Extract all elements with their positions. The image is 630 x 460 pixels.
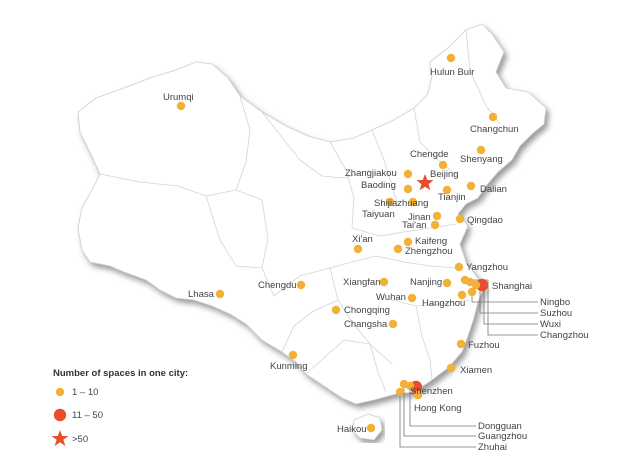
- city-label-baoding: Baoding: [361, 180, 396, 191]
- city-label-chongqing: Chongqing: [344, 305, 390, 316]
- city-marker-hangzhou: [457, 290, 467, 300]
- legend: Number of spaces in one city: 1 – 10 11 …: [51, 368, 188, 446]
- city-marker-lhasa: [215, 289, 225, 299]
- city-marker-hong-kong: [413, 390, 423, 400]
- city-label-tianjin: Tianjin: [438, 192, 466, 203]
- city-marker-shanghai: [475, 278, 489, 292]
- province-borders: [99, 29, 501, 393]
- city-marker-chengdu: [296, 280, 306, 290]
- legend-star-icon: [51, 430, 69, 446]
- leader-ningbo: [471, 292, 538, 303]
- city-marker-hulun-buir: [446, 53, 456, 63]
- city-label-shijiazhuang: Shijiazhuang: [374, 198, 428, 209]
- city-marker-tianjin: [442, 185, 452, 195]
- city-marker-urumqi: [176, 101, 186, 111]
- city-markers: [176, 53, 498, 433]
- city-marker-xi-an: [353, 244, 363, 254]
- city-marker-zhangjiakou: [403, 169, 413, 179]
- city-marker-guangzhou: [399, 379, 409, 389]
- city-marker-changsha: [388, 319, 398, 329]
- city-marker-beijing-star-icon: [416, 174, 434, 191]
- city-marker-jinan: [432, 211, 442, 221]
- city-label-changzhou: Changzhou: [540, 330, 589, 341]
- legend-title: Number of spaces in one city:: [53, 368, 188, 379]
- city-marker-changzhou: [460, 275, 470, 285]
- city-label-shenyang: Shenyang: [460, 154, 503, 165]
- city-marker-kunming: [288, 350, 298, 360]
- city-marker-yangzhou: [454, 262, 464, 272]
- city-label-nanjing: Nanjing: [410, 277, 442, 288]
- city-marker-baoding: [403, 184, 413, 194]
- city-label-wuxi: Wuxi: [540, 319, 561, 330]
- city-label-shenzhen: Shenzhen: [410, 386, 453, 397]
- city-label-changsha: Changsha: [344, 319, 388, 330]
- leader-guangzhou: [403, 384, 476, 437]
- city-label-hong-kong: Hong Kong: [414, 403, 462, 414]
- city-label-dongguan: Dongguan: [478, 421, 522, 432]
- city-label-qingdao: Qingdao: [467, 215, 503, 226]
- legend-medium-dot: [53, 408, 67, 422]
- city-label-zhangjiakou: Zhangjiakou: [345, 168, 397, 179]
- city-label-hangzhou: Hangzhou: [422, 298, 465, 309]
- city-label-urumqi: Urumqi: [163, 92, 194, 103]
- city-marker-taiyuan: [385, 197, 395, 207]
- city-label-fuzhou: Fuzhou: [468, 340, 500, 351]
- city-label-yangzhou: Yangzhou: [466, 262, 508, 273]
- city-marker-changchun: [488, 112, 498, 122]
- city-marker-kaifeng: [403, 237, 413, 247]
- city-label-ningbo: Ningbo: [540, 297, 570, 308]
- leader-zhuhai: [399, 392, 476, 448]
- city-marker-nanjing: [442, 278, 452, 288]
- city-label-tai-an: Tai'an: [402, 220, 427, 231]
- city-label-hulun-buir: Hulun Buir: [430, 67, 474, 78]
- city-marker-qingdao: [455, 214, 465, 224]
- city-label-xiamen: Xiamen: [460, 365, 492, 376]
- city-marker-zhengzhou: [393, 244, 403, 254]
- city-label-beijing: Beijing: [430, 169, 459, 180]
- legend-small-label: 1 – 10: [72, 387, 98, 398]
- city-label-zhuhai: Zhuhai: [478, 442, 507, 453]
- city-label-shanghai: Shanghai: [492, 281, 532, 292]
- city-label-zhengzhou: Zhengzhou: [405, 246, 453, 257]
- city-marker-shenyang: [476, 145, 486, 155]
- city-label-lhasa: Lhasa: [188, 289, 215, 300]
- city-marker-chongqing: [331, 305, 341, 315]
- city-marker-ningbo: [467, 287, 477, 297]
- leader-changzhou: [465, 279, 538, 336]
- city-label-wuhan: Wuhan: [376, 292, 406, 303]
- city-marker-shijiazhuang: [408, 197, 418, 207]
- legend-star-label: >50: [72, 434, 88, 445]
- city-label-kunming: Kunming: [270, 361, 308, 372]
- city-marker-xiamen: [446, 363, 456, 373]
- city-marker-zhuhai: [395, 387, 405, 397]
- city-label-chengde: Chengde: [410, 149, 449, 160]
- leader-dongguan: [409, 386, 476, 427]
- city-marker-fuzhou: [456, 339, 466, 349]
- city-marker-chengde: [438, 160, 448, 170]
- city-label-chengdu: Chengdu: [258, 280, 297, 291]
- city-label-suzhou: Suzhou: [540, 308, 572, 319]
- legend-medium-label: 11 – 50: [72, 410, 103, 421]
- city-label-haikou: Haikou: [337, 424, 367, 435]
- city-label-dalian: Dalian: [480, 184, 507, 195]
- city-marker-tai-an: [430, 220, 440, 230]
- city-label-xiangfan: Xiangfan: [343, 277, 381, 288]
- city-marker-wuhan: [407, 293, 417, 303]
- legend-small-dot: [55, 387, 65, 397]
- city-label-guangzhou: Guangzhou: [478, 431, 527, 442]
- city-label-jinan: Jinan: [408, 212, 431, 223]
- city-label-changchun: Changchun: [470, 124, 519, 135]
- city-label-xi-an: Xi'an: [352, 234, 373, 245]
- city-marker-haikou: [366, 423, 376, 433]
- city-label-kaifeng: Kaifeng: [415, 236, 447, 247]
- city-marker-dalian: [466, 181, 476, 191]
- city-marker-xiangfan: [379, 277, 389, 287]
- city-label-taiyuan: Taiyuan: [362, 209, 395, 220]
